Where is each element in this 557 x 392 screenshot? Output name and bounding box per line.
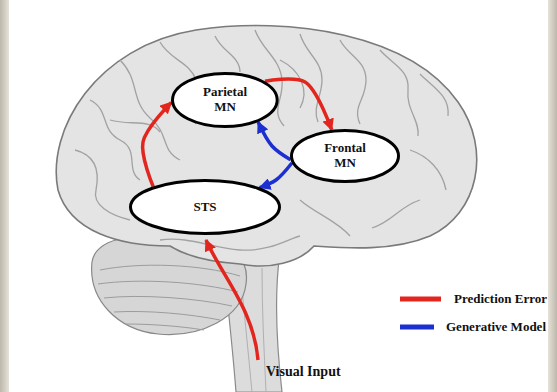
- legend-label: Prediction Error: [454, 291, 547, 307]
- ellipse-node: Parietal MN: [171, 72, 279, 128]
- cerebellum-folia: [98, 265, 240, 330]
- ellipse-node: STS: [129, 179, 281, 235]
- gyri: [75, 30, 448, 250]
- legend-line-sample: [400, 297, 441, 302]
- node-label: STS: [193, 200, 216, 215]
- input-label: Visual Input: [266, 364, 341, 380]
- frame-strip: [0, 0, 9, 392]
- connector-arrow: [258, 122, 290, 160]
- node-label: Parietal MN: [192, 85, 258, 115]
- cerebrum: [56, 26, 476, 266]
- legend-line-sample: [400, 325, 434, 330]
- legend-label: Generative Model: [446, 319, 546, 335]
- input-arrow: [206, 240, 258, 360]
- frame-strip: [548, 0, 557, 392]
- connector-arrow: [143, 102, 172, 186]
- connector-arrow: [260, 163, 292, 188]
- node-label: Frontal MN: [314, 141, 376, 171]
- ellipse-node: Frontal MN: [290, 129, 400, 183]
